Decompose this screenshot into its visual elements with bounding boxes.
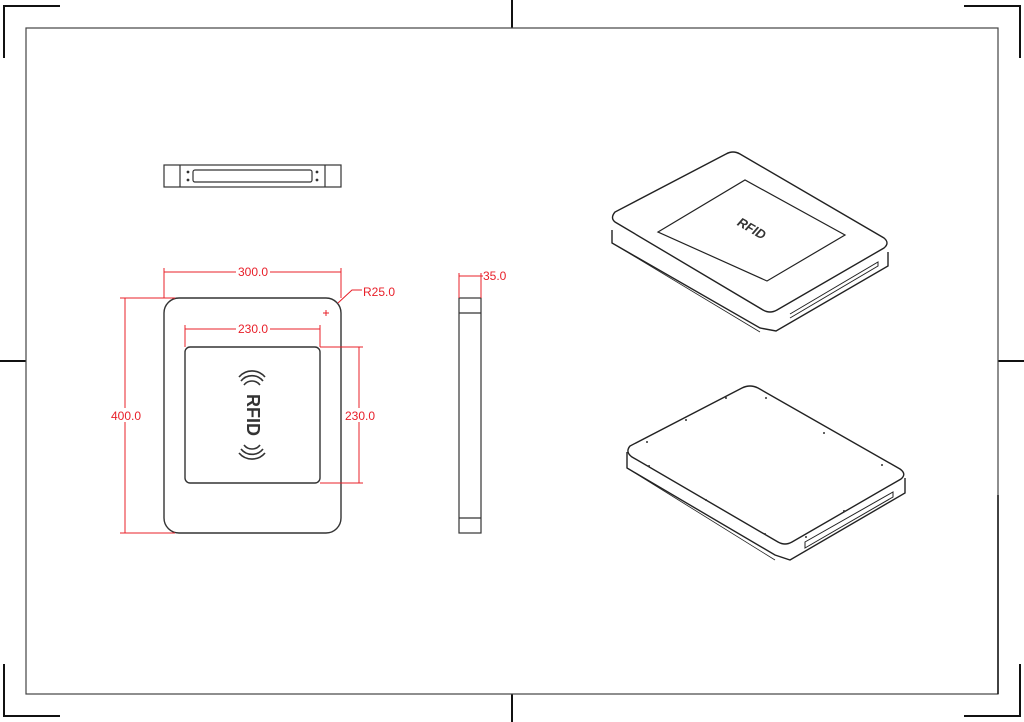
dim-inner-height: 230.0 [345, 409, 375, 423]
isometric-top-view [611, 151, 889, 333]
svg-text:RFID: RFID [243, 394, 263, 436]
front-view [163, 297, 342, 534]
dim-width: 300.0 [238, 265, 268, 279]
dim-height: 400.0 [111, 409, 141, 423]
rfid-logo: RFID [238, 370, 266, 460]
dim-inner-width: 230.0 [238, 322, 268, 336]
top-edge-view [163, 164, 342, 188]
isometric-bottom-view [626, 385, 906, 561]
dim-corner-radius: R25.0 [363, 285, 395, 299]
dim-thickness: 35.0 [483, 269, 507, 283]
dimensions [120, 268, 363, 534]
drawing-border [25, 27, 999, 695]
side-view [458, 297, 482, 534]
screw-holes [646, 397, 883, 538]
